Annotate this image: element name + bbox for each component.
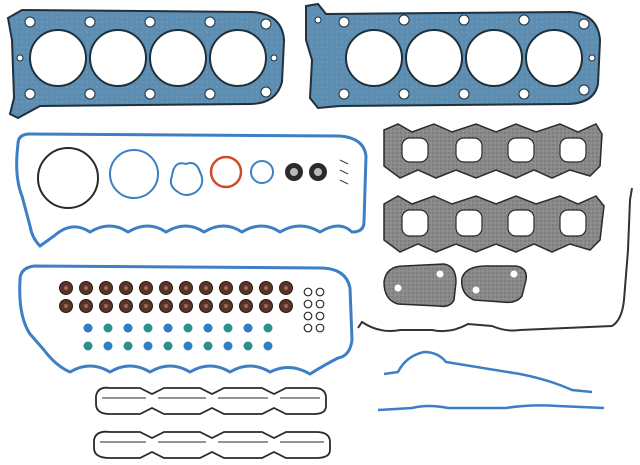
spark-plug-tube-seal: [243, 341, 253, 351]
blue-strip-seals: [377, 350, 605, 412]
exhaust-manifold-gasket-lower: [383, 195, 605, 253]
valve-stem-seal-hole: [224, 304, 228, 308]
valve-stem-seal-hole: [104, 304, 108, 308]
valve-stem-seal-hole: [144, 304, 148, 308]
valve-cover-gasket-lower: [18, 264, 354, 376]
spark-plug-tube-seal: [223, 341, 233, 351]
spark-plug-tube-seal: [83, 341, 93, 351]
small-o-ring: [303, 323, 313, 333]
small-o-ring: [303, 311, 313, 321]
valve-stem-seal-hole: [164, 286, 168, 290]
exhaust-manifold-gasket-upper: [383, 123, 603, 179]
spark-plug-tube-seal: [183, 323, 193, 333]
intake-manifold-gasket-lower: [93, 430, 331, 459]
spark-plug-tube-seal: [143, 341, 153, 351]
spark-plug-tube-seal: [183, 341, 193, 351]
small-o-ring: [315, 311, 325, 321]
spark-plug-tube-seal: [223, 323, 233, 333]
o-ring-large-black: [37, 147, 99, 209]
spark-plug-tube-seal: [263, 323, 273, 333]
small-o-ring: [303, 287, 313, 297]
shaft-seals: [285, 163, 327, 181]
timing-cover-seal: [357, 187, 633, 333]
thermostat-gasket-plates: [383, 263, 528, 308]
valve-stem-seal-hole: [84, 286, 88, 290]
valve-stem-seal-hole: [224, 286, 228, 290]
o-ring-small-blue: [250, 160, 274, 184]
valve-stem-seal-hole: [204, 286, 208, 290]
valve-stem-seal-hole: [144, 286, 148, 290]
valve-stem-seal-hole: [124, 286, 128, 290]
valve-stem-seal-hole: [184, 286, 188, 290]
spark-plug-tube-seal: [83, 323, 93, 333]
valve-stem-seal-hole: [124, 304, 128, 308]
spark-plug-tube-seal: [143, 323, 153, 333]
valve-stem-seal-hole: [264, 286, 268, 290]
valve-stem-seal-hole: [284, 304, 288, 308]
spark-plug-tube-seal: [163, 323, 173, 333]
valve-stem-seal-hole: [184, 304, 188, 308]
spark-plug-tube-seal: [123, 323, 133, 333]
valve-stem-seals: [59, 281, 325, 351]
o-ring-orange: [209, 155, 243, 189]
valve-stem-seal-hole: [244, 286, 248, 290]
small-o-ring: [315, 299, 325, 309]
spark-plug-tube-seal: [243, 323, 253, 333]
valve-stem-seal-hole: [264, 304, 268, 308]
spark-plug-tube-seal: [263, 341, 273, 351]
valve-stem-seal-hole: [244, 304, 248, 308]
head-gasket-left: [6, 8, 286, 120]
valve-stem-seal-hole: [164, 304, 168, 308]
valve-stem-seal-hole: [204, 304, 208, 308]
valve-stem-seal-hole: [64, 286, 68, 290]
spark-plug-tube-seal: [103, 323, 113, 333]
o-ring-blue: [109, 149, 159, 199]
intake-manifold-gasket-upper: [95, 386, 327, 415]
small-o-ring: [303, 299, 313, 309]
spark-plug-tube-seal: [103, 341, 113, 351]
small-o-ring: [315, 287, 325, 297]
spark-plug-tube-seal: [123, 341, 133, 351]
valve-stem-seal-hole: [104, 286, 108, 290]
spark-plug-tube-seal: [163, 341, 173, 351]
small-fasteners: [339, 159, 349, 185]
shaped-seal-blue: [169, 162, 204, 196]
valve-stem-seal-hole: [284, 286, 288, 290]
spark-plug-tube-seal: [203, 341, 213, 351]
head-gasket-right: [305, 2, 602, 110]
spark-plug-tube-seal: [203, 323, 213, 333]
small-o-ring: [315, 323, 325, 333]
valve-cover-gasket-upper: [15, 132, 368, 248]
valve-stem-seal-hole: [64, 304, 68, 308]
valve-stem-seal-hole: [84, 304, 88, 308]
